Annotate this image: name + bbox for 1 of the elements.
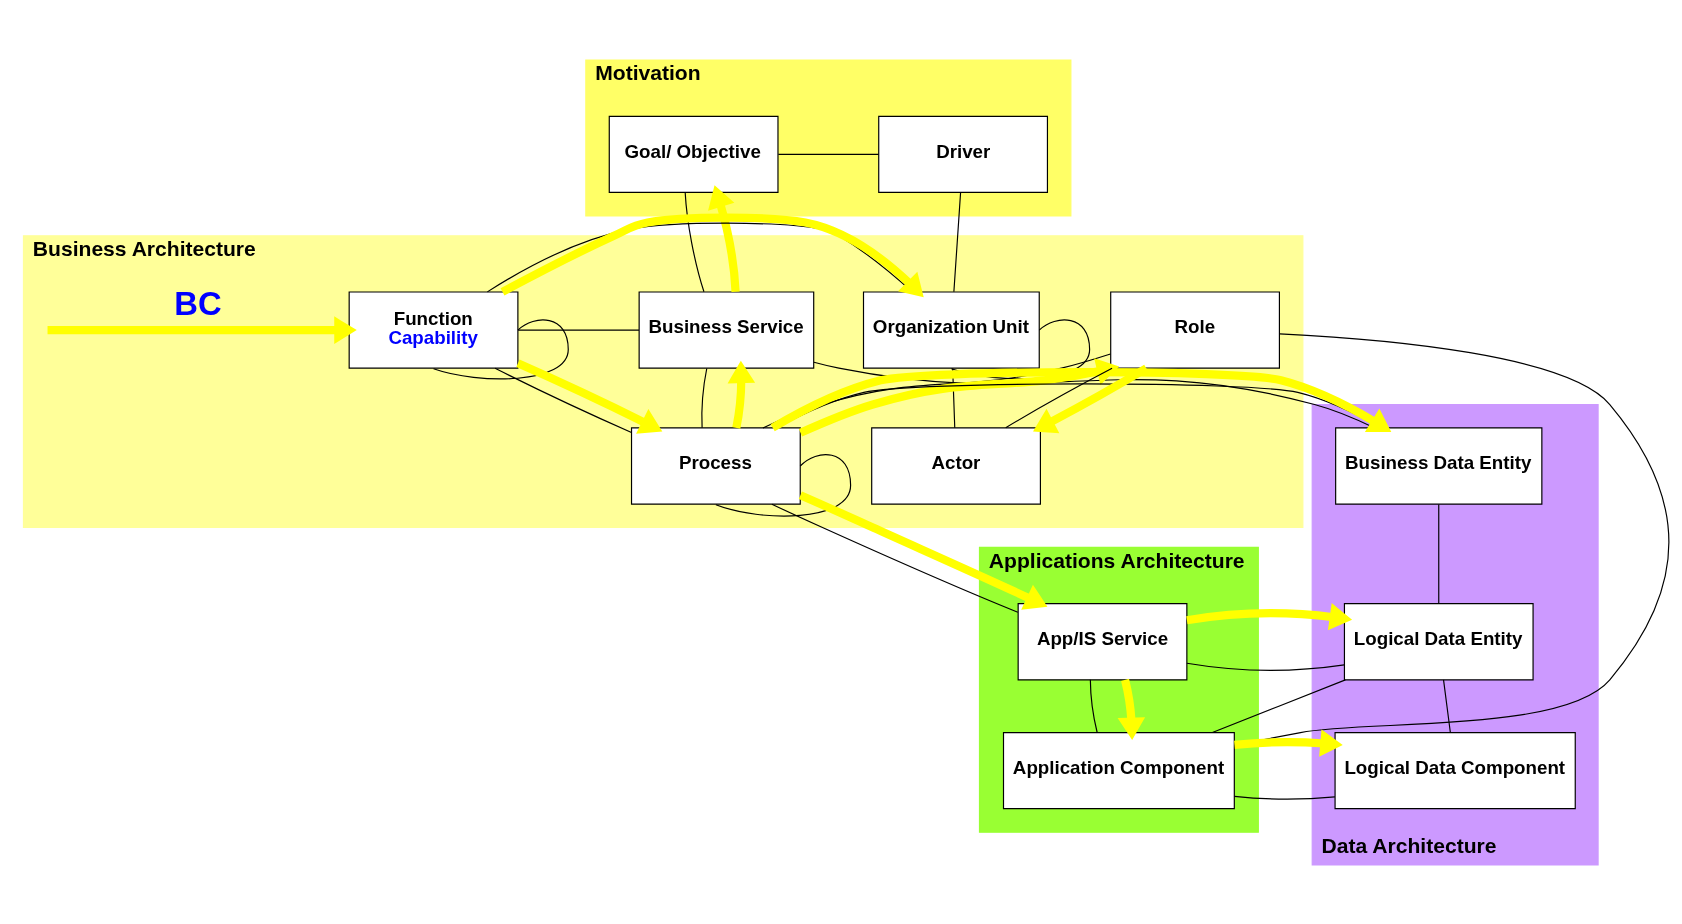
edge-label: BC — [173, 284, 222, 322]
